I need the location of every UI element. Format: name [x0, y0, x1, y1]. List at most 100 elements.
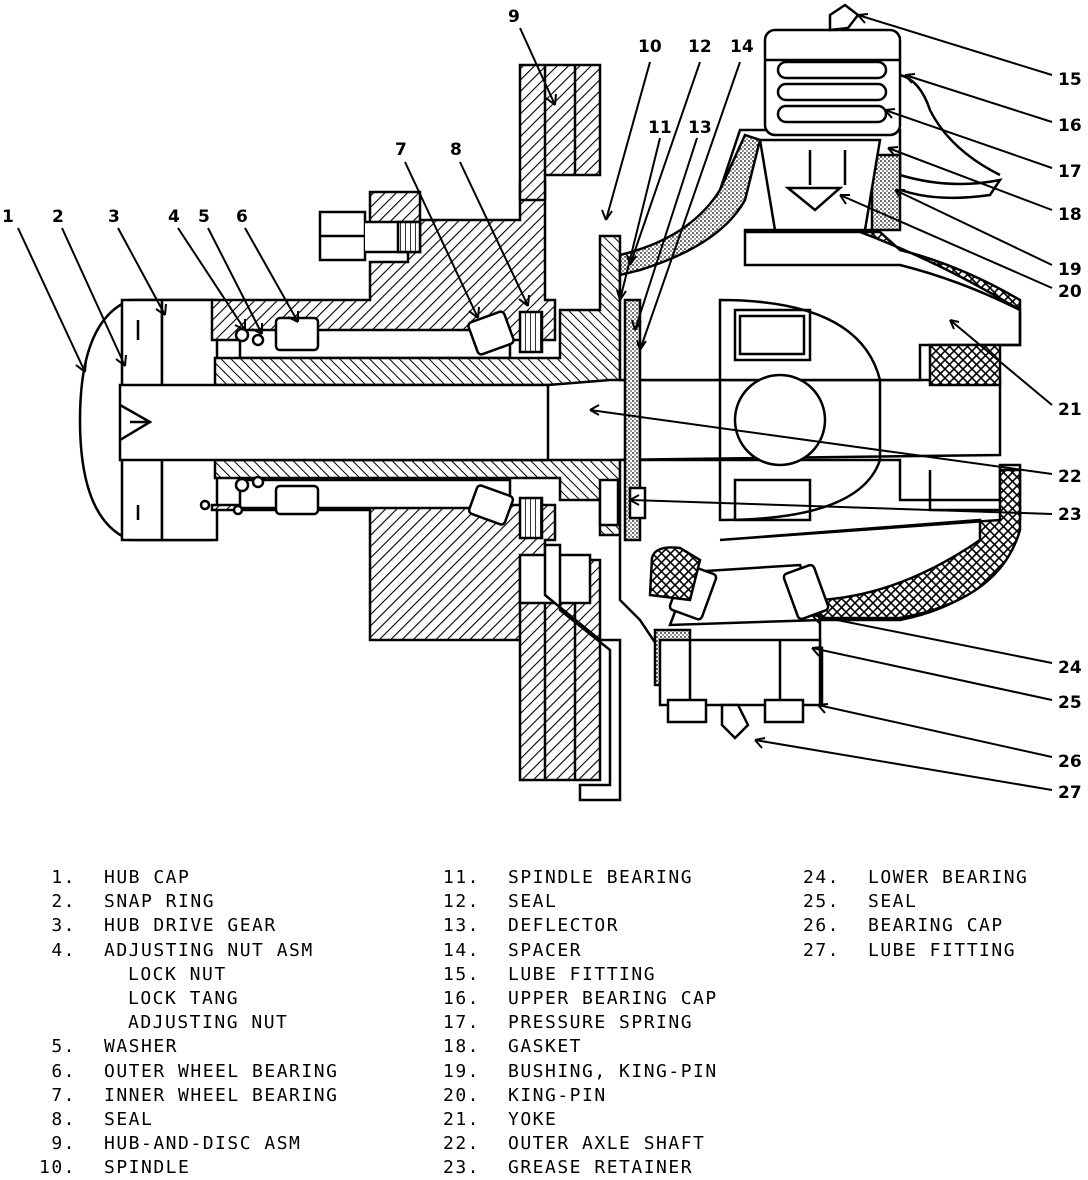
legend-item: 24.LOWER BEARING [800, 866, 1088, 890]
legend-item: 20. KING-PIN [440, 1084, 810, 1108]
legend-item: 14. SPACER [440, 939, 810, 963]
inner-wheel-bearing [467, 310, 515, 356]
legend-item: 4.ADJUSTING NUT ASM [36, 939, 436, 963]
legend-item-label: YOKE [508, 1108, 558, 1130]
lower-lube-fitting [720, 703, 750, 740]
callout-7: 7 [395, 140, 407, 160]
cross-section-drawing [78, 3, 1022, 802]
legend-item: 26.BEARING CAP [800, 914, 1088, 938]
legend-item-number: 22. [442, 1133, 480, 1155]
legend-item-label: LUBE FITTING [868, 939, 1017, 961]
legend-item-label: BUSHING, KING-PIN [508, 1060, 718, 1082]
legend-item-number: 12. [442, 891, 480, 913]
legend-item-label: SPINDLE BEARING [508, 867, 694, 888]
legend-item: 9. HUB-AND-DISC ASM [36, 1132, 436, 1156]
leader-lines [17, 13, 1053, 791]
callout-15: 15 [1058, 70, 1082, 90]
callout-3: 3 [108, 207, 120, 227]
king-pin-upper [758, 138, 882, 232]
outer-wheel-bearing [274, 316, 320, 352]
legend-item: LOCK TANG [36, 987, 436, 1011]
legend-item-label: SPACER [508, 939, 583, 961]
callout-16: 16 [1058, 116, 1082, 136]
legend-item: 7.INNER WHEEL BEARING [36, 1084, 436, 1108]
legend-item-number: 25. [802, 891, 840, 913]
callout-4: 4 [168, 207, 180, 227]
legend-item: 12.SEAL [440, 890, 810, 914]
legend-item-label: GASKET [508, 1036, 583, 1058]
legend-item: 17. PRESSURE SPRING [440, 1011, 810, 1035]
legend-item-number: 10. [38, 1157, 76, 1179]
legend-item-number: 27. [802, 939, 840, 961]
legend-item-label: LOCK NUT [128, 963, 227, 985]
legend-item: 1. HUB CAP [36, 866, 436, 890]
knuckle-bore [733, 373, 827, 467]
legend-item-label: SEAL [868, 891, 918, 913]
yoke-lower [719, 468, 1022, 620]
callout-9: 9 [508, 7, 520, 27]
callout-6: 6 [236, 207, 248, 227]
legend-item-number: 21. [442, 1108, 480, 1130]
legend-item-number: 5. [51, 1036, 76, 1058]
legend-item-label: WASHER [104, 1036, 179, 1058]
callout-24: 24 [1058, 658, 1082, 678]
legend-item-label: ADJUSTING NUT [128, 1012, 289, 1034]
legend-item: 19. BUSHING, KING-PIN [440, 1060, 810, 1084]
legend-item-label: ADJUSTING NUT ASM [104, 939, 314, 961]
callout-10: 10 [638, 37, 662, 57]
callout-22: 22 [1058, 467, 1082, 487]
legend-item-label: KING-PIN [508, 1084, 607, 1106]
legend-item-label: SNAP RING [104, 891, 216, 913]
legend-item-label: UPPER BEARING CAP [508, 987, 718, 1009]
callout-25: 25 [1058, 693, 1082, 713]
legend-item: 23. GREASE RETAINER [440, 1156, 810, 1180]
legend-item: 25. SEAL [800, 890, 1088, 914]
legend-item: LOCK NUT [36, 963, 436, 987]
legend-item: 10. SPINDLE [36, 1156, 436, 1180]
legend-item-label: BEARING CAP [868, 915, 1004, 937]
legend-item: 8. SEAL [36, 1108, 436, 1132]
legend-item: 5. WASHER [36, 1035, 436, 1059]
legend-item-number: 7. [51, 1084, 76, 1106]
callout-20: 20 [1058, 282, 1082, 302]
callout-19: 19 [1058, 260, 1082, 280]
legend-item-number: 24. [802, 867, 840, 888]
legend-item-number: 17. [442, 1012, 480, 1034]
legend-item-number: 6. [51, 1060, 76, 1082]
callout-21: 21 [1058, 400, 1082, 420]
callout-26: 26 [1058, 752, 1082, 772]
legend-item-label: GREASE RETAINER [508, 1157, 694, 1179]
legend-item-number: 20. [442, 1084, 480, 1106]
callout-11: 11 [648, 118, 672, 138]
legend-item-number: 2. [51, 891, 76, 913]
legend-item-number: 1. [51, 867, 76, 888]
legend-item-label: PRESSURE SPRING [508, 1012, 694, 1034]
callout-labels: 1 2 3 4 5 6 7 8 9 10 11 12 13 14 15 16 1… [2, 7, 1082, 803]
deflector [543, 543, 622, 802]
legend-item-label: HUB-AND-DISC ASM [104, 1133, 302, 1155]
callout-13: 13 [688, 118, 712, 138]
legend-item-number: 8. [51, 1108, 76, 1130]
legend-item-number: 23. [442, 1157, 480, 1179]
legend-item-label: SEAL [104, 1108, 154, 1130]
legend-item-number: 19. [442, 1060, 480, 1082]
legend-item-number: 14. [442, 939, 480, 961]
legend-item-number: 9. [51, 1133, 76, 1155]
legend-item: 22.OUTER AXLE SHAFT [440, 1132, 810, 1156]
lower-bearing-cap [658, 638, 822, 707]
legend-item-label: LOCK TANG [128, 987, 240, 1009]
legend-item-label: SPINDLE [104, 1157, 191, 1179]
legend-item-label: HUB DRIVE GEAR [104, 915, 277, 937]
hub-assembly-diagram: 1 2 3 4 5 6 7 8 9 10 11 12 13 14 15 16 1… [2, 3, 1082, 803]
callout-2: 2 [52, 207, 64, 227]
callout-23: 23 [1058, 505, 1082, 525]
legend-item-label: HUB CAP [104, 867, 191, 888]
seal-inner [518, 310, 544, 354]
legend-item: 2. SNAP RING [36, 890, 436, 914]
legend-item-number: 16. [442, 987, 480, 1009]
yoke-upper [745, 230, 1022, 387]
legend-item: ADJUSTING NUT [36, 1011, 436, 1035]
